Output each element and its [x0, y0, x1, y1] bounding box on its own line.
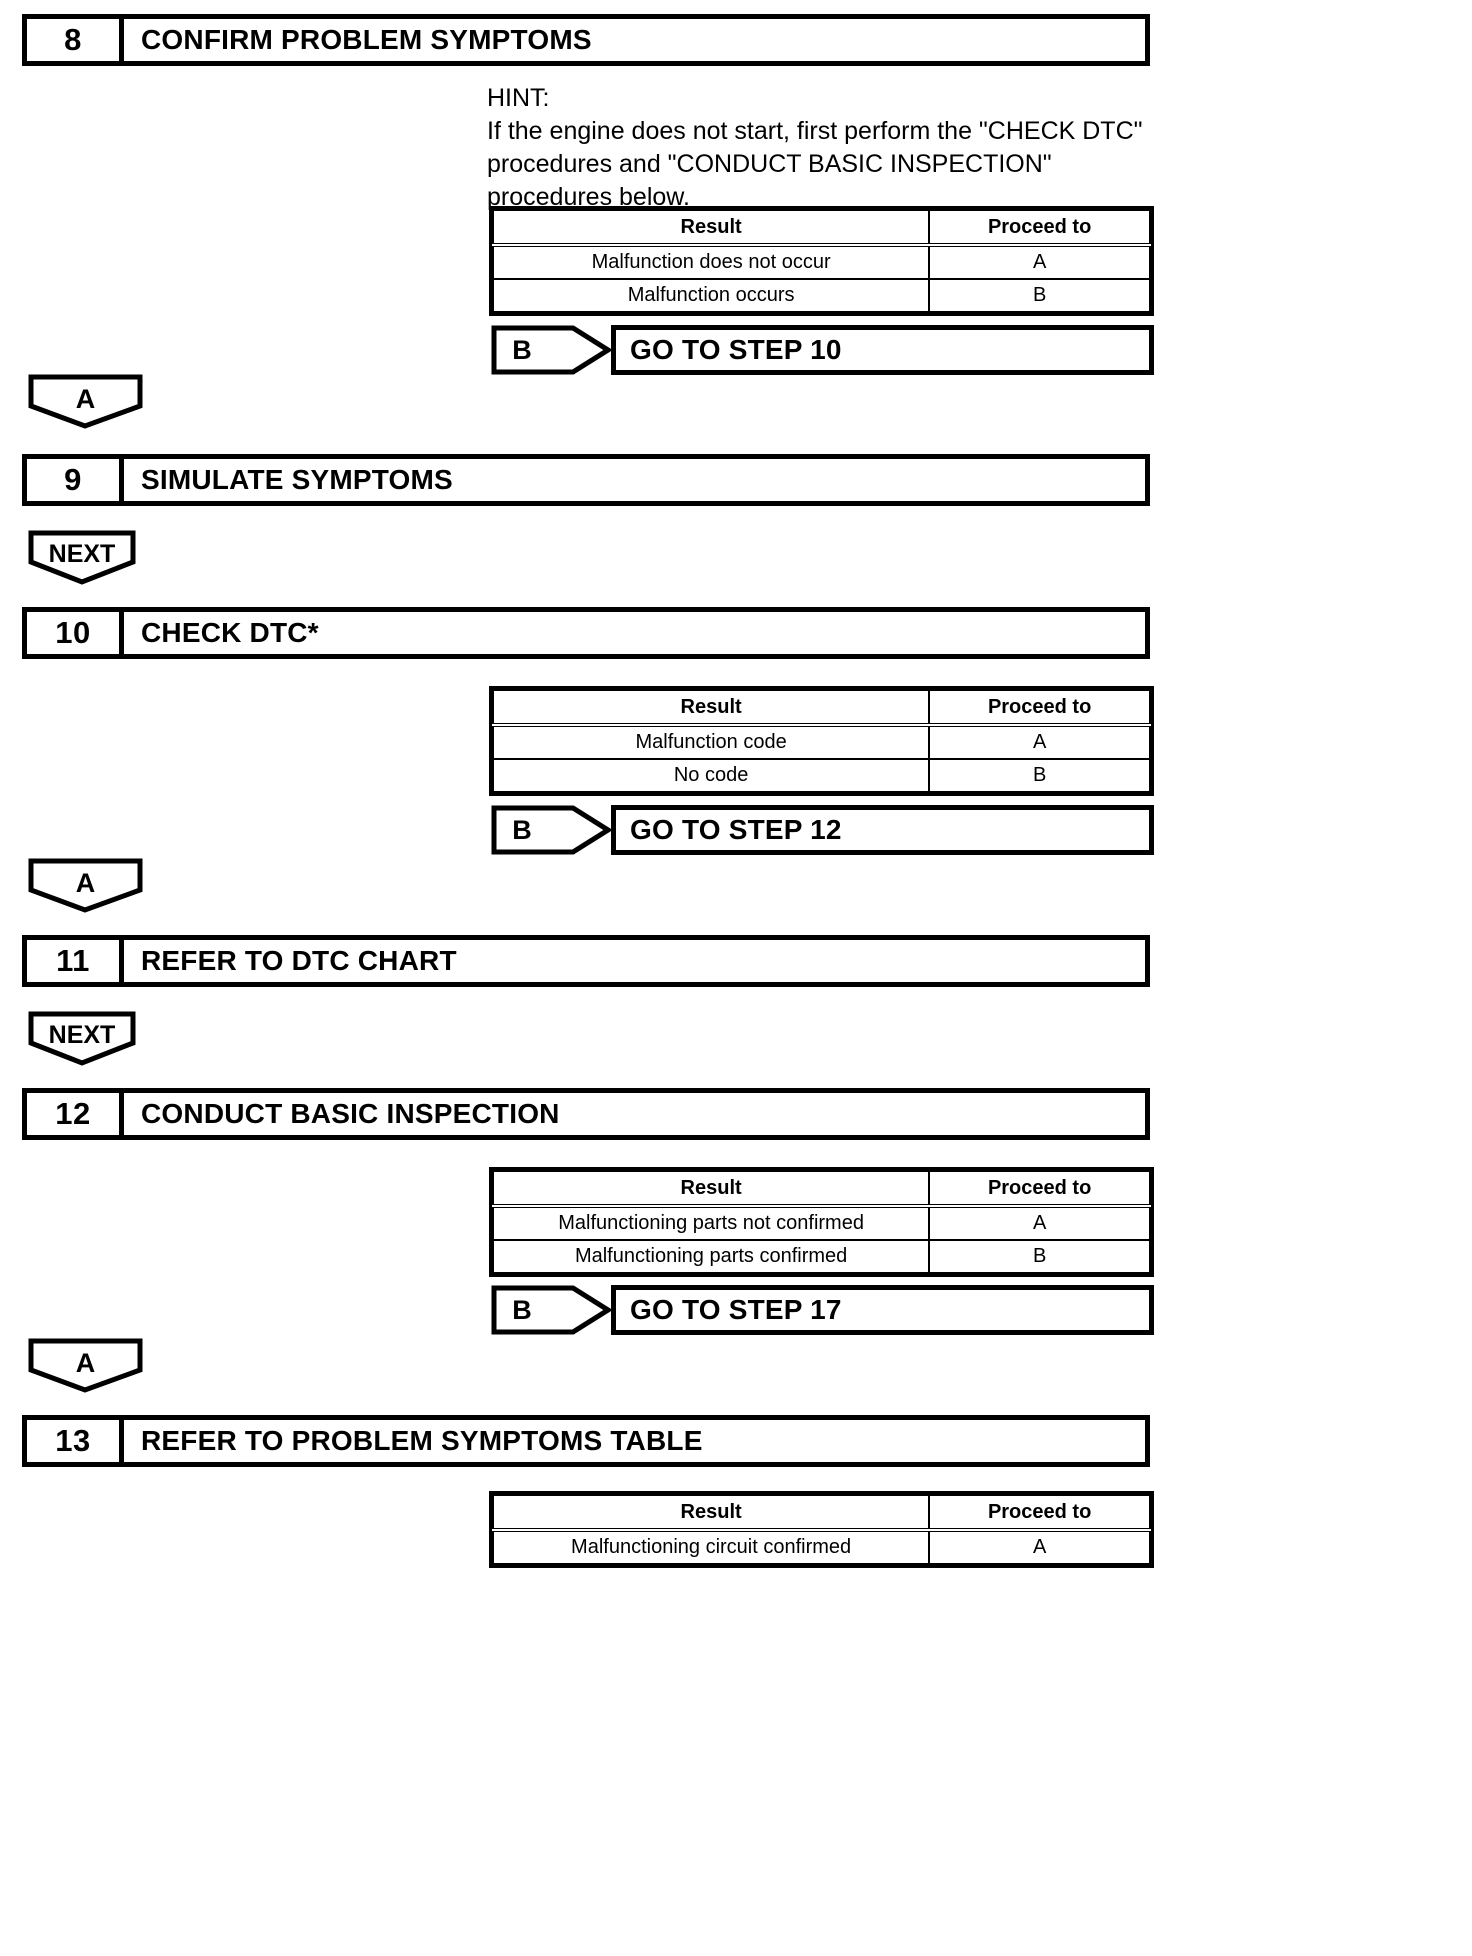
step-number-13: 13: [27, 1420, 124, 1462]
result-cell: Malfunction code: [491, 724, 931, 760]
connector-label: A: [75, 1348, 96, 1378]
connector-label: A: [75, 868, 96, 898]
table-row: Malfunction code A: [491, 724, 1151, 760]
connector-a-step-10: A: [28, 858, 143, 913]
result-table-10: Result Proceed to Malfunction code A No …: [489, 686, 1154, 796]
connector-label: NEXT: [48, 540, 116, 568]
connector-next-step-9: NEXT: [28, 530, 136, 585]
branch-arrow-icon: B: [491, 325, 611, 375]
branch-b-step-12: B GO TO STEP 17: [491, 1285, 1154, 1335]
branch-arrow-icon: B: [491, 1285, 611, 1335]
step-number-8: 8: [27, 19, 124, 61]
step-title-13: REFER TO PROBLEM SYMPTOMS TABLE: [141, 1425, 703, 1456]
result-cell: Malfunction does not occur: [491, 244, 931, 280]
branch-label: B: [512, 814, 532, 845]
proceed-cell: B: [928, 1239, 1151, 1274]
proceed-cell: A: [928, 1529, 1151, 1565]
proceed-cell: B: [928, 758, 1151, 793]
table-header-result: Result: [491, 1494, 931, 1532]
step-number-12: 12: [27, 1093, 124, 1135]
result-cell: Malfunction occurs: [491, 278, 931, 313]
table-row: Malfunction occurs B: [491, 278, 1151, 313]
result-cell: No code: [491, 758, 931, 793]
table-row: Malfunctioning parts confirmed B: [491, 1239, 1151, 1274]
branch-b-step-8: B GO TO STEP 10: [491, 325, 1154, 375]
table-header-proceed: Proceed to: [928, 1170, 1151, 1208]
step-title-11: REFER TO DTC CHART: [141, 945, 457, 976]
table-row: Malfunctioning parts not confirmed A: [491, 1205, 1151, 1241]
branch-arrow-icon: B: [491, 805, 611, 855]
table-row: Malfunction does not occur A: [491, 244, 1151, 280]
result-cell: Malfunctioning circuit confirmed: [491, 1529, 931, 1565]
result-cell: Malfunctioning parts not confirmed: [491, 1205, 931, 1241]
table-header-proceed: Proceed to: [928, 1494, 1151, 1532]
step-box-10: 10 CHECK DTC*: [22, 607, 1150, 659]
table-header-result: Result: [491, 1170, 931, 1208]
goto-step-box: GO TO STEP 12: [611, 805, 1154, 855]
result-cell: Malfunctioning parts confirmed: [491, 1239, 931, 1274]
proceed-cell: A: [928, 244, 1151, 280]
step-box-11: 11 REFER TO DTC CHART: [22, 935, 1150, 987]
table-header-proceed: Proceed to: [928, 209, 1151, 247]
step-title-12: CONDUCT BASIC INSPECTION: [141, 1098, 560, 1129]
step-box-9: 9 SIMULATE SYMPTOMS: [22, 454, 1150, 506]
result-table-12: Result Proceed to Malfunctioning parts n…: [489, 1167, 1154, 1277]
hint-text-8: HINT: If the engine does not start, firs…: [487, 84, 1143, 211]
branch-b-step-10: B GO TO STEP 12: [491, 805, 1154, 855]
connector-next-step-11: NEXT: [28, 1011, 136, 1066]
step-title-8: CONFIRM PROBLEM SYMPTOMS: [141, 24, 592, 55]
proceed-cell: B: [928, 278, 1151, 313]
result-table-8: Result Proceed to Malfunction does not o…: [489, 206, 1154, 316]
table-header-result: Result: [491, 689, 931, 727]
step-box-8: 8 CONFIRM PROBLEM SYMPTOMS: [22, 14, 1150, 66]
step-box-13: 13 REFER TO PROBLEM SYMPTOMS TABLE: [22, 1415, 1150, 1467]
step-number-9: 9: [27, 459, 124, 501]
step-number-11: 11: [27, 940, 124, 982]
connector-label: A: [75, 384, 96, 414]
step-title-9: SIMULATE SYMPTOMS: [141, 464, 453, 495]
table-row: No code B: [491, 758, 1151, 793]
goto-step-box: GO TO STEP 10: [611, 325, 1154, 375]
branch-label: B: [512, 1294, 532, 1325]
proceed-cell: A: [928, 1205, 1151, 1241]
table-header-result: Result: [491, 209, 931, 247]
table-header-proceed: Proceed to: [928, 689, 1151, 727]
goto-step-box: GO TO STEP 17: [611, 1285, 1154, 1335]
connector-label: NEXT: [48, 1021, 116, 1049]
proceed-cell: A: [928, 724, 1151, 760]
table-row: Malfunctioning circuit confirmed A: [491, 1529, 1151, 1565]
result-table-13: Result Proceed to Malfunctioning circuit…: [489, 1491, 1154, 1568]
connector-a-step-8: A: [28, 374, 143, 429]
connector-a-step-12: A: [28, 1338, 143, 1393]
step-number-10: 10: [27, 612, 124, 654]
branch-label: B: [512, 334, 532, 365]
step-box-12: 12 CONDUCT BASIC INSPECTION: [22, 1088, 1150, 1140]
step-title-10: CHECK DTC*: [141, 617, 319, 648]
